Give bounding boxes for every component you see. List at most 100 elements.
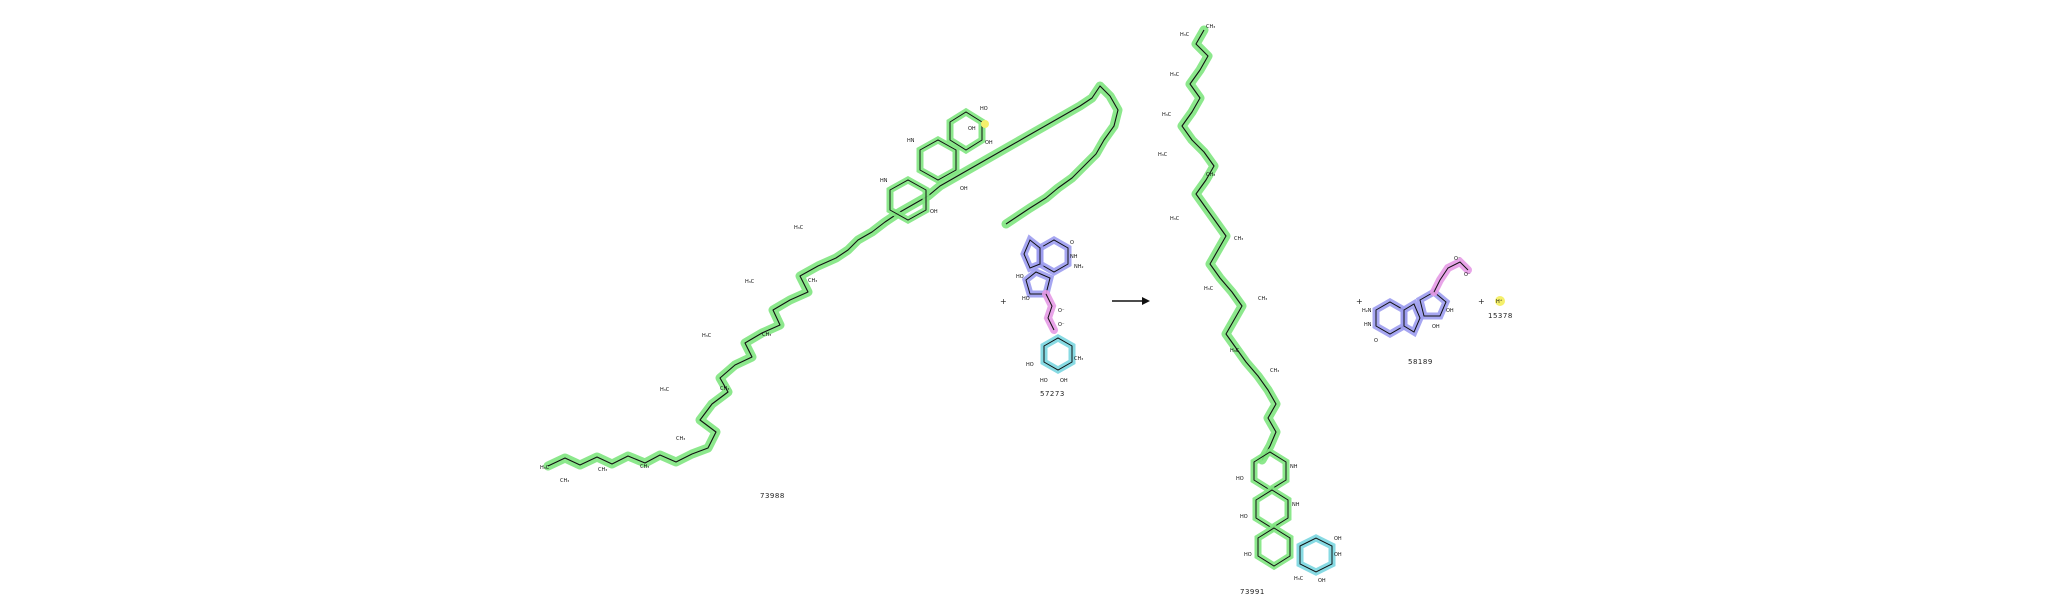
atom-label: CH₃ [808,278,817,284]
atom-label: OH [930,209,938,215]
atom-label: HO [1236,476,1244,482]
atom-label: HO [1240,514,1248,520]
molecule-57273-guanine-highlight [1036,235,1072,277]
hydron-highlight [1495,296,1505,306]
molecule-58189-imidazole-bonds [1403,303,1421,333]
atom-label: CH₃ [762,332,771,338]
atom-label: CH₃ [676,436,685,442]
atom-label: O [1070,240,1074,246]
atom-label: H₃C [1230,348,1240,354]
atom-label: O⁻ [1464,272,1471,278]
molecule-57273-sugar-highlight [1040,333,1076,375]
atom-label: OH [1318,578,1326,584]
molecule-73991-ring-1-bonds [1253,451,1287,491]
atom-label: NH [1292,502,1300,508]
atom-label: HO [980,106,988,112]
atom-label: H₃C [1162,112,1172,118]
molecule-73991-ring-2 [1252,485,1292,533]
atom-label: H₃C [1294,576,1304,582]
atom-label: OH [1446,308,1454,314]
atom-label: H₃C [1170,72,1180,78]
molecule-73991-sugar-bonds [1299,537,1333,573]
atom-label: OH [985,140,993,146]
atom-label: HN [1364,322,1372,328]
atom-label: O⁻ [1454,256,1461,262]
molecule-73991-ring-3 [1254,523,1294,571]
molecule-58189-phosphate-bonds [1433,261,1469,293]
atom-label: HO [1244,552,1252,558]
molecule-73991: H₃C CH₃ H₃C H₃C H₃C CH₃ H₃C CH₃ H₃C CH₃ … [1158,24,1342,596]
molecule-73991-ring-2-bonds [1255,489,1289,529]
atom-label: CH₃ [1074,356,1083,362]
atom-label: O⁻ [1058,322,1065,328]
atom-label: H₃C [1158,152,1168,158]
atom-label: HN [880,178,888,184]
molecule-57273-imidazole-bonds [1023,239,1041,269]
atom-label: CH₃ [1258,296,1267,302]
atom-label: H₃C [702,333,712,339]
atom-label: H₃C [660,387,670,393]
atom-label: H₂N [1362,308,1372,314]
atom-label: HO [1016,274,1024,280]
atom-label: NH₂ [1074,264,1084,270]
atom-label: OH [1432,324,1440,330]
atom-label: OH [1060,378,1068,384]
molecule-73988: H₃C CH₃ CH₃ CH₃ CH₃ H₃C CH₃ H₃C CH₃ H₃C … [540,81,1123,500]
reaction-arrow [1112,297,1150,305]
atom-label: HO [1022,296,1030,302]
atom-label: H₃C [1170,216,1180,222]
atom-label: CH₃ [560,478,569,484]
molecule-57273-phosphate-bonds [1045,293,1055,331]
atom-label: CH₃ [1270,368,1279,374]
molecule-id-58189: 58189 [1408,358,1433,366]
atom-label: HN [907,138,915,144]
atom-label: CH₃ [720,386,729,392]
atom-label: NH [1290,464,1298,470]
atom-label: CH₃ [640,464,649,470]
atom-label: CH₃ [1206,24,1215,30]
molecule-15378: H⁺ 15378 [1488,296,1513,320]
molecule-73988-bonds [547,85,1119,467]
atom-label: CH₃ [1234,236,1243,242]
molecule-73988-ring-1-bonds [889,179,927,221]
molecule-58189: H₂N HN O OH OH O⁻ O⁻ 58189 [1362,256,1472,366]
atom-label: O⁻ [1058,308,1065,314]
atom-label: NH [1070,254,1078,260]
molecule-57273-ribose-bonds [1025,271,1051,295]
atom-label: CH₃ [598,467,607,473]
atom-label: H₃C [745,279,755,285]
molecule-57273-imidazole-highlight [1020,234,1044,273]
molecule-73988-ring-2-bonds [919,139,957,181]
molecule-id-57273: 57273 [1040,390,1065,398]
molecule-57273-sugar-bonds [1043,337,1073,371]
molecule-id-73991: 73991 [1240,588,1265,596]
molecule-73988-ring-3 [946,107,986,155]
molecule-73988-h-atom-highlight [981,120,989,128]
atom-label: OH [968,126,976,132]
atom-label: CH₃ [1206,172,1215,178]
atom-label: HO [1040,378,1048,384]
plus-sign: + [1478,297,1485,306]
atom-label: OH [960,186,968,192]
atom-label: OH [1334,536,1342,542]
atom-label: O [1374,338,1378,344]
molecule-73988-ring-2 [916,135,960,185]
molecule-id-15378: 15378 [1488,312,1513,320]
molecule-73991-chain-bonds [1181,29,1277,461]
molecule-73991-ring-1 [1250,447,1290,495]
atom-label: H₃C [1180,32,1190,38]
molecule-73988-ring-3-bonds [949,111,983,151]
atom-label: OH [1334,552,1342,558]
molecule-id-73988: 73988 [760,492,785,500]
molecule-73991-chain-highlight [1177,25,1281,465]
molecule-73991-ring-3-bonds [1257,527,1291,567]
atom-label: H₃C [540,465,550,471]
hydron-label: H⁺ [1496,299,1503,305]
plus-sign: + [1356,297,1363,306]
atom-label: H₃C [794,225,804,231]
molecule-57273: O NH NH₂ HO HO O⁻ O⁻ HO CH₃ HO OH 57273 [1016,234,1084,398]
molecule-58189-guanine-highlight [1372,297,1408,339]
plus-sign: + [1000,297,1007,306]
atom-label: H₃C [1204,286,1214,292]
